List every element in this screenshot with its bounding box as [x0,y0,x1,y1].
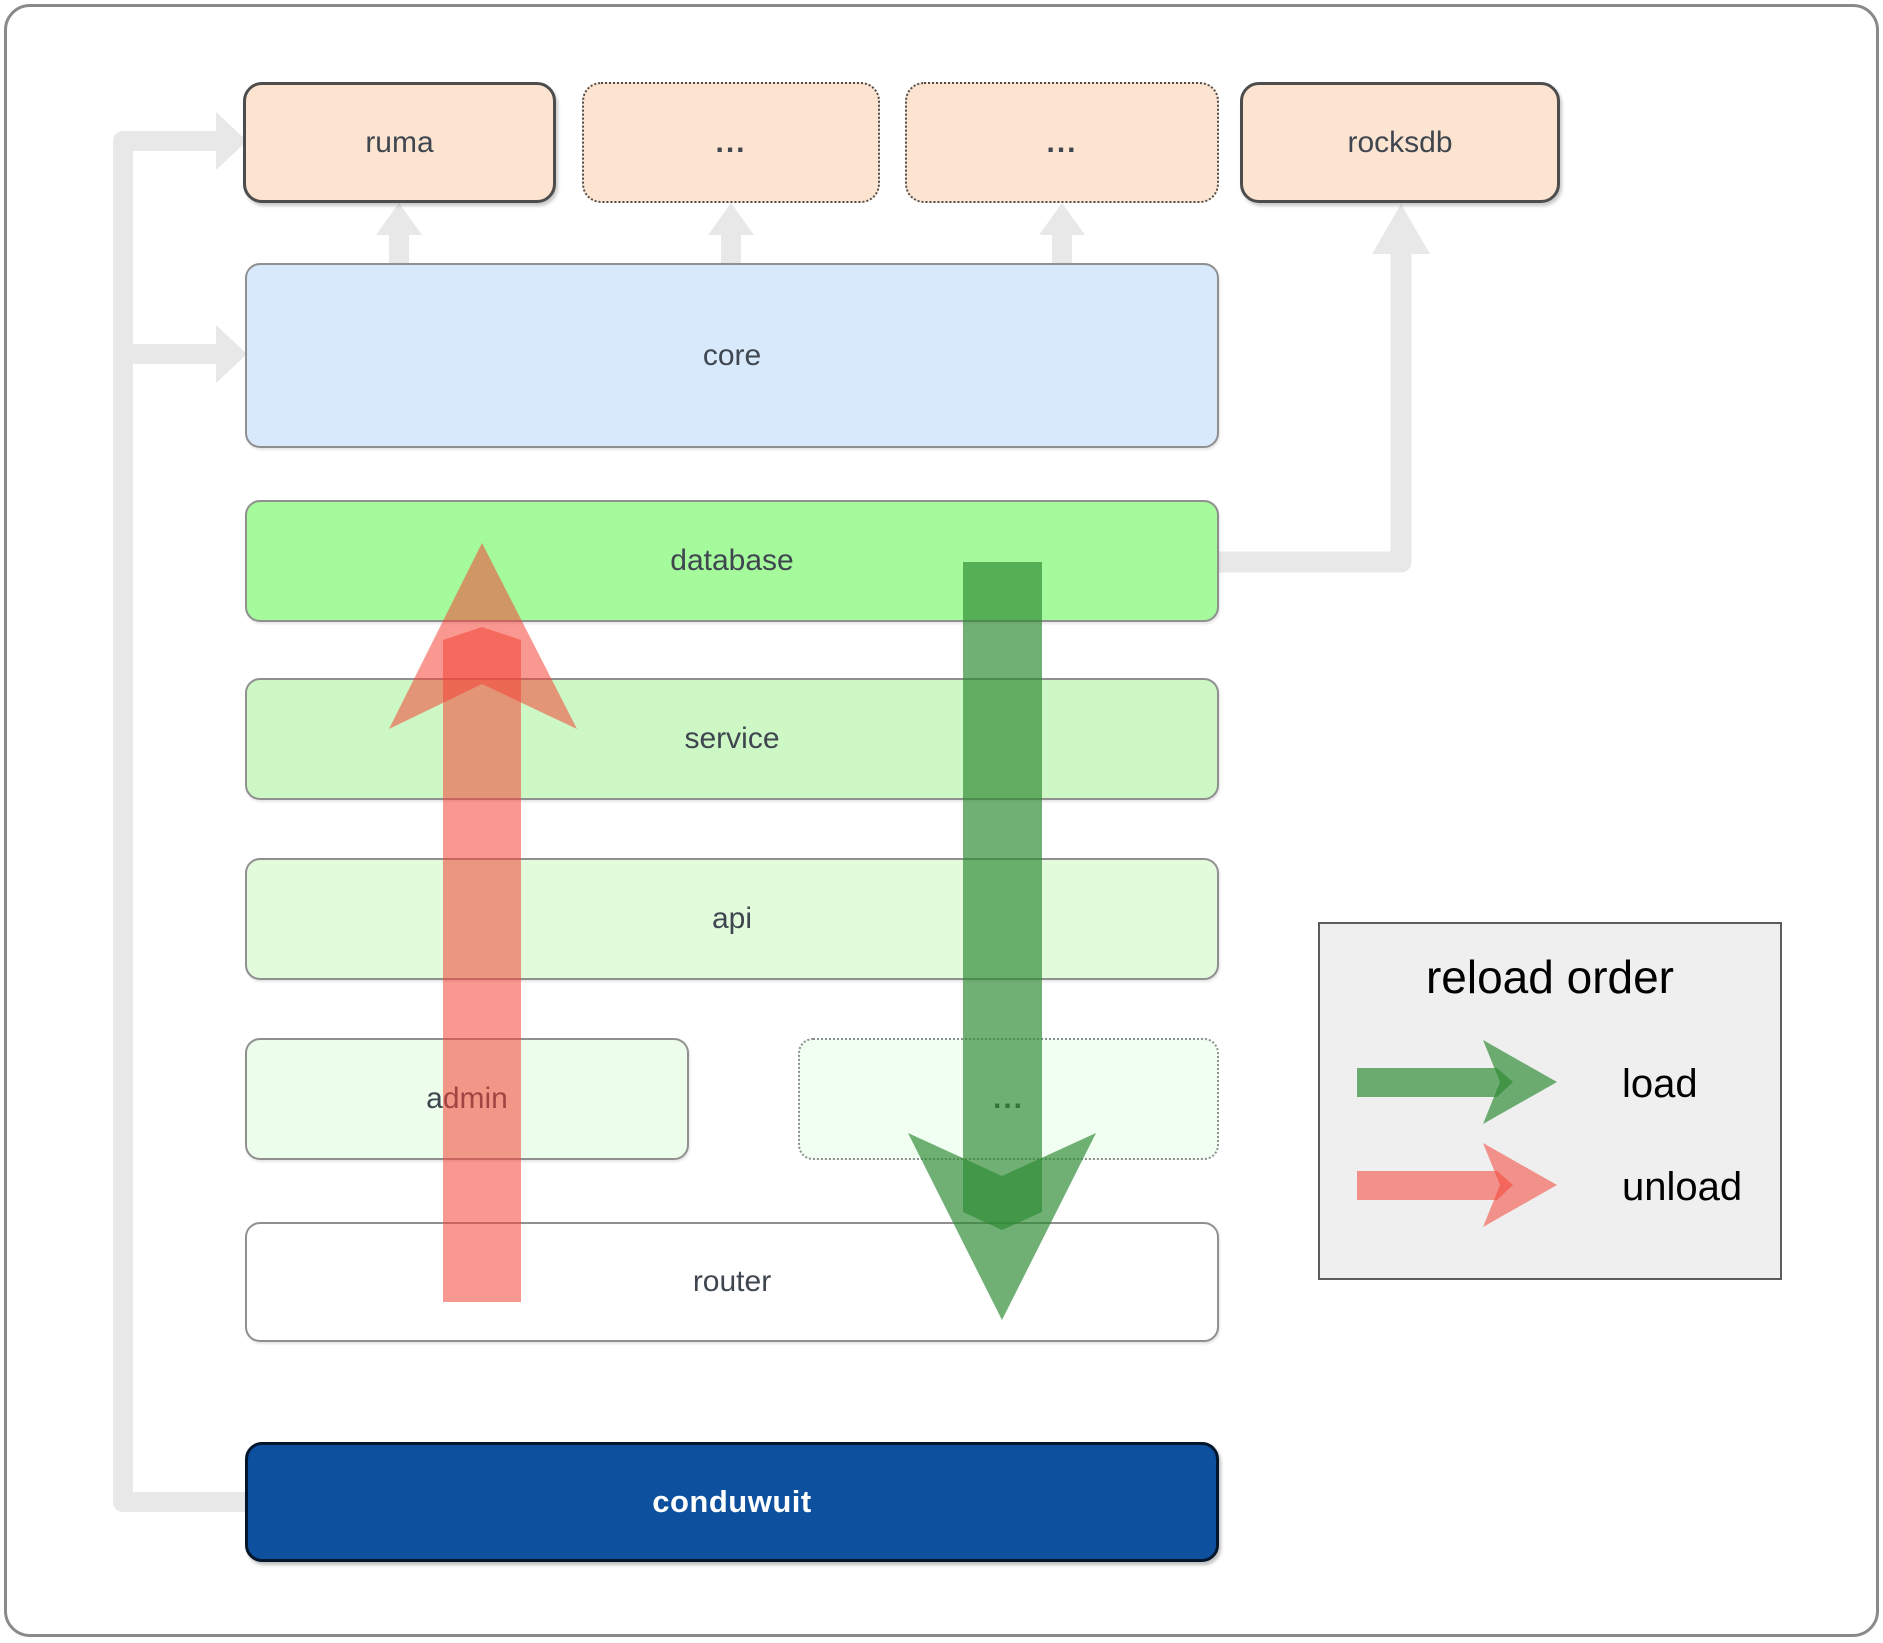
node-conduwuit: conduwuit [245,1442,1219,1562]
node-core-label: core [702,338,762,372]
legend-unload-label: unload [1622,1165,1743,1209]
node-admin-label: admin [426,1082,508,1115]
legend-title: reload order [1425,951,1675,1003]
node-database-label: database [670,544,794,577]
node-ellipsis-top-2-label: ... [1046,125,1078,159]
node-ellipsis-admin-label: ... [992,1082,1024,1115]
node-database: database [245,500,1219,622]
node-router-label: router [692,1265,772,1298]
node-service-label: service [684,722,780,755]
node-router: router [245,1222,1219,1342]
node-rocksdb-label: rocksdb [1347,125,1453,159]
node-api-label: api [711,902,753,935]
node-ellipsis-top-2: ... [905,82,1219,203]
node-service: service [245,678,1219,800]
node-ellipsis-top-1: ... [582,82,880,203]
node-api: api [245,858,1219,980]
diagram-outer-frame [4,4,1879,1637]
node-ellipsis-top-1-label: ... [715,125,747,159]
node-ellipsis-admin: ... [798,1038,1219,1160]
node-ruma: ruma [243,82,556,203]
node-conduwuit-label: conduwuit [652,1484,812,1519]
node-ruma-label: ruma [365,125,434,159]
node-rocksdb: rocksdb [1240,82,1560,203]
node-core: core [245,263,1219,448]
legend: reload order load unload [1318,922,1782,1280]
legend-load-label: load [1622,1062,1698,1106]
node-admin: admin [245,1038,689,1160]
